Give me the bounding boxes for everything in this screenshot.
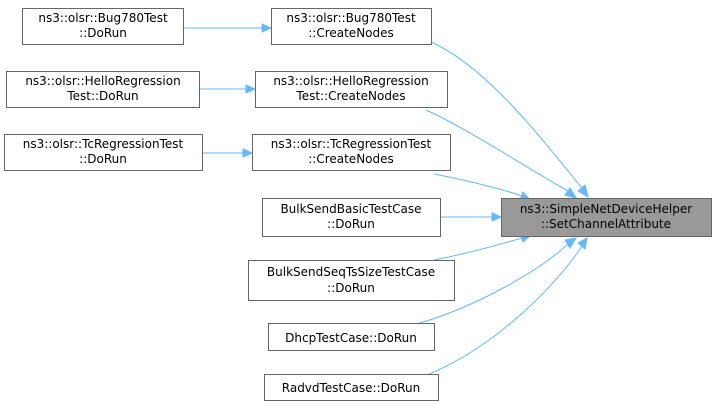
arrowhead — [564, 237, 577, 249]
node-label: RadvdTestCase::DoRun — [282, 381, 420, 395]
node-label-line2: Test::DoRun — [66, 89, 138, 103]
node-label-line1: ns3::olsr::TcRegressionTest — [23, 137, 184, 151]
node-label-line1: BulkSendBasicTestCase — [280, 202, 421, 216]
node-helloregression-dorun[interactable]: ns3::olsr::HelloRegression Test::DoRun — [6, 71, 200, 108]
arrowhead — [261, 23, 273, 33]
arrowhead — [577, 237, 588, 250]
arrowhead — [564, 187, 578, 199]
node-label-line1: ns3::olsr::HelloRegression — [25, 74, 180, 88]
node-tcregressiontest-createnodes[interactable]: ns3::olsr::TcRegressionTest ::CreateNode… — [252, 134, 451, 171]
node-label: DhcpTestCase::DoRun — [285, 331, 417, 345]
edge-radvd-to-target — [426, 245, 583, 376]
node-label-line2: ::DoRun — [79, 152, 127, 166]
node-bug780test-createnodes[interactable]: ns3::olsr::Bug780Test ::CreateNodes — [271, 8, 432, 45]
node-dhcptestcase-dorun[interactable]: DhcpTestCase::DoRun — [268, 323, 435, 351]
node-bulksendseqtssizetestcase-dorun[interactable]: BulkSendSeqTsSizeTestCase ::DoRun — [248, 260, 455, 301]
node-label-line1: ns3::olsr::TcRegressionTest — [271, 137, 432, 151]
node-label-line2: ::DoRun — [79, 26, 127, 40]
node-label-line1: ns3::olsr::Bug780Test — [38, 11, 168, 25]
node-label-line2: ::SetChannelAttribute — [541, 217, 671, 231]
node-label-line1: ns3::SimpleNetDeviceHelper — [520, 202, 692, 216]
edge-hello-createnodes-to-target — [425, 109, 569, 192]
node-helloregression-createnodes[interactable]: ns3::olsr::HelloRegression Test::CreateN… — [255, 71, 448, 108]
node-tcregressiontest-dorun[interactable]: ns3::olsr::TcRegressionTest ::DoRun — [4, 134, 203, 171]
arrowhead — [245, 84, 257, 94]
edge-bug780-createnodes-to-target — [430, 41, 583, 189]
arrowhead — [242, 148, 254, 158]
node-label-line1: ns3::olsr::HelloRegression — [273, 74, 428, 88]
node-bulksendbasictestcase-dorun[interactable]: BulkSendBasicTestCase ::DoRun — [262, 198, 441, 237]
edge-bulksendseq-to-target — [433, 237, 523, 261]
node-label-line2: ::DoRun — [327, 217, 375, 231]
arrowhead — [577, 184, 589, 199]
node-label-line2: ::CreateNodes — [308, 152, 394, 166]
node-radvdtestcase-dorun[interactable]: RadvdTestCase::DoRun — [264, 374, 439, 401]
arrowhead — [491, 212, 503, 222]
node-label-line2: Test::CreateNodes — [295, 89, 405, 103]
node-bug780test-dorun[interactable]: ns3::olsr::Bug780Test ::DoRun — [22, 8, 184, 45]
edge-dhcp-to-target — [419, 243, 569, 324]
node-label-line2: ::DoRun — [327, 281, 375, 295]
node-label-line1: ns3::olsr::Bug780Test — [286, 11, 416, 25]
node-target-setchannelattribute[interactable]: ns3::SimpleNetDeviceHelper ::SetChannelA… — [501, 198, 712, 237]
edge-tc-createnodes-to-target — [433, 173, 523, 197]
node-label-line1: BulkSendSeqTsSizeTestCase — [267, 265, 435, 279]
node-label-line2: ::CreateNodes — [308, 26, 394, 40]
